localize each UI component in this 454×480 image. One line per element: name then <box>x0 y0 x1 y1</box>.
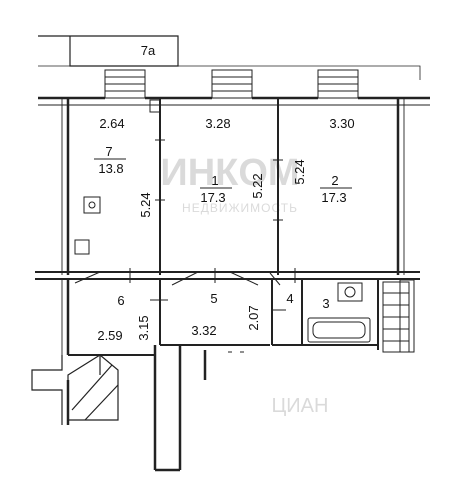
watermark-logo-sub: НЕДВИЖИМОСТЬ <box>182 201 298 215</box>
room-2-width: 3.30 <box>329 116 354 131</box>
room-3-number: 3 <box>322 296 329 311</box>
room-2-number: 2 <box>331 173 338 188</box>
balcony-7a-outline <box>38 35 421 80</box>
room-2-area: 17.3 <box>321 190 346 205</box>
room-6-width: 2.59 <box>97 328 122 343</box>
room-7-width: 2.64 <box>99 116 124 131</box>
doors <box>74 271 281 286</box>
room-7-area: 13.8 <box>98 161 123 176</box>
interior-walls <box>35 98 420 356</box>
watermark-logo: ИНКОМ <box>160 152 299 194</box>
room-1-number: 1 <box>211 173 218 188</box>
windows-top <box>104 69 359 99</box>
room-1-area: 17.3 <box>200 190 225 205</box>
room-7-number: 7 <box>105 144 112 159</box>
room-5-number: 5 <box>210 291 217 306</box>
room-6-number: 6 <box>117 293 124 308</box>
watermark-corner: ЦИАН <box>272 395 329 417</box>
outer-walls-inner <box>38 98 430 355</box>
room-7a-number: 7a <box>141 43 156 58</box>
watermark: ИНКОМ НЕДВИЖИМОСТЬ ЦИАН <box>160 152 328 417</box>
room-1-width: 3.28 <box>205 116 230 131</box>
room-4-number: 4 <box>286 291 293 306</box>
room-1-length: 5.22 <box>250 173 265 198</box>
bathroom-fixtures <box>307 281 410 353</box>
room-6-length: 3.15 <box>136 315 151 340</box>
room-labels: 7a 2.64 7 13.8 5.24 3.28 1 17.3 5.22 3.3… <box>94 43 355 343</box>
room-2-length: 5.24 <box>292 159 307 184</box>
room-5-width: 3.32 <box>191 323 216 338</box>
tick-marks <box>129 139 296 311</box>
lower-left-annex <box>31 354 119 425</box>
room-7-length: 5.24 <box>138 192 153 217</box>
room-7-fixtures <box>74 99 161 255</box>
room-5-length: 2.07 <box>246 305 261 330</box>
right-side-window <box>399 279 415 353</box>
